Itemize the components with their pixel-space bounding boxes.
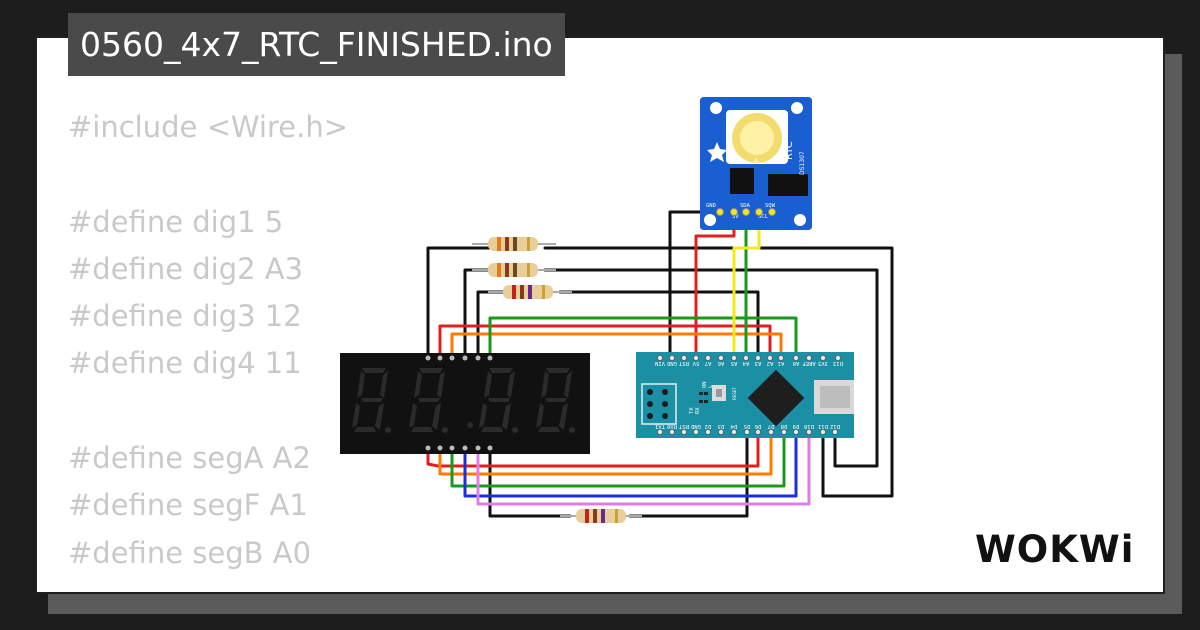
rtc-label: RTC (784, 141, 795, 160)
nano-bottom-pin: GND (691, 423, 701, 429)
nano-top-pin: A1 (778, 360, 785, 366)
adafruit-star-icon (707, 142, 727, 162)
nano-bottom-pin: D5 (744, 423, 751, 429)
nano-bottom-pin: TX1 (655, 423, 665, 429)
nano-bottom-pin: D7 (768, 423, 775, 429)
wire-green-top (488, 316, 798, 360)
wokwi-logo: WOKWi (975, 528, 1135, 571)
nano-top-pin: 3V3 (818, 360, 828, 366)
code-line: #define dig3 12 (68, 299, 302, 334)
resistor-1[interactable] (472, 237, 556, 251)
nano-top-pin: 5V (692, 360, 699, 366)
nano-bottom-pin: RX0 (667, 423, 677, 429)
nano-top-pin: GND (667, 360, 677, 366)
rtc-chip-label: DS1307 (799, 151, 806, 175)
nano-top-pin: A7 (705, 360, 712, 366)
nano-bottom-pin: D11 (818, 423, 828, 429)
wire-red-bottom (426, 430, 760, 468)
wire-black-bottom-b (628, 430, 749, 518)
nano-top-pin: AREF (802, 360, 815, 366)
code-line: #define segF A1 (68, 488, 308, 523)
rtc-pin-scl: SCL (758, 214, 769, 220)
wire-black-bottom (488, 446, 572, 518)
wire-black-dig1-b (543, 246, 894, 498)
nano-reset-label: RESET (732, 387, 737, 400)
nano-led-tx: TX (689, 407, 695, 414)
nano-top-pin: A4 (742, 360, 749, 366)
rtc-module[interactable]: + RTC DS1307 GND 5V SDA SCL SQW (700, 97, 812, 230)
code-line: #define dig1 5 (68, 204, 284, 239)
nano-bottom-pin: D3 (718, 423, 725, 429)
wire-orange-top (450, 332, 783, 360)
project-card (35, 36, 1165, 594)
nano-bottom-pin: D6 (755, 423, 762, 429)
wire-black-dig3-b (558, 290, 760, 360)
wire-red-top (438, 324, 772, 360)
nano-bottom-pin: D9 (793, 423, 800, 429)
nano-led-on: ON (702, 381, 708, 388)
nano-top-pin: A5 (731, 360, 738, 366)
nano-top-pin: A3 (755, 360, 762, 366)
wire-black-dig1 (426, 246, 492, 360)
arduino-nano[interactable]: RESET TX RX ON L VIN GND RST 5V A7 A6 A5… (636, 352, 854, 438)
code-line: #include <Wire.h> (68, 110, 349, 144)
rtc-pin-sqw: SQW (765, 203, 776, 209)
resistor-3[interactable] (488, 285, 572, 299)
wires (426, 210, 894, 518)
code-preview: #include <Wire.h> #define dig1 5 #define… (68, 104, 348, 577)
wire-red-5v (694, 210, 736, 360)
nano-top-pin: D13 (833, 360, 843, 366)
nano-led-l: L (708, 384, 714, 388)
nano-bottom-pin: RST (678, 423, 689, 429)
nano-top-pin: RST (678, 360, 689, 366)
code-line: #define segA A2 (68, 441, 311, 476)
wire-black-dig2-b (543, 268, 879, 468)
resistor-2[interactable] (472, 263, 556, 277)
nano-bottom-pin: D10 (804, 423, 814, 429)
nano-top-pin: A0 (793, 360, 800, 366)
rtc-pin-gnd: GND (706, 203, 716, 209)
nano-bottom-pin: D4 (730, 423, 737, 429)
code-line: #define segB A0 (68, 535, 312, 570)
code-line: #define dig4 11 (68, 346, 302, 381)
seven-segment-display[interactable] (340, 353, 590, 454)
project-title: 0560_4x7_RTC_FINISHED.ino (68, 13, 565, 76)
wire-orange-bottom (438, 430, 773, 476)
rtc-pin-5v: 5V (732, 214, 739, 220)
wire-violet-bottom (476, 430, 811, 506)
resistor-4[interactable] (560, 509, 642, 523)
nano-led-rx: RX (695, 407, 701, 414)
nano-bottom-pin: D8 (781, 423, 788, 429)
svg-text:+: + (752, 157, 760, 167)
nano-bottom-pin: D12 (830, 423, 840, 429)
nano-top-pin: A6 (718, 360, 725, 366)
nano-bottom-pin: D2 (705, 423, 712, 429)
wire-blue-bottom (463, 430, 798, 498)
nano-top-pin: A2 (767, 360, 774, 366)
wire-green-bottom (450, 430, 786, 488)
nano-top-pin: VIN (655, 360, 665, 366)
code-line: #define dig2 A3 (68, 251, 304, 286)
rtc-pin-sda: SDA (740, 203, 751, 209)
